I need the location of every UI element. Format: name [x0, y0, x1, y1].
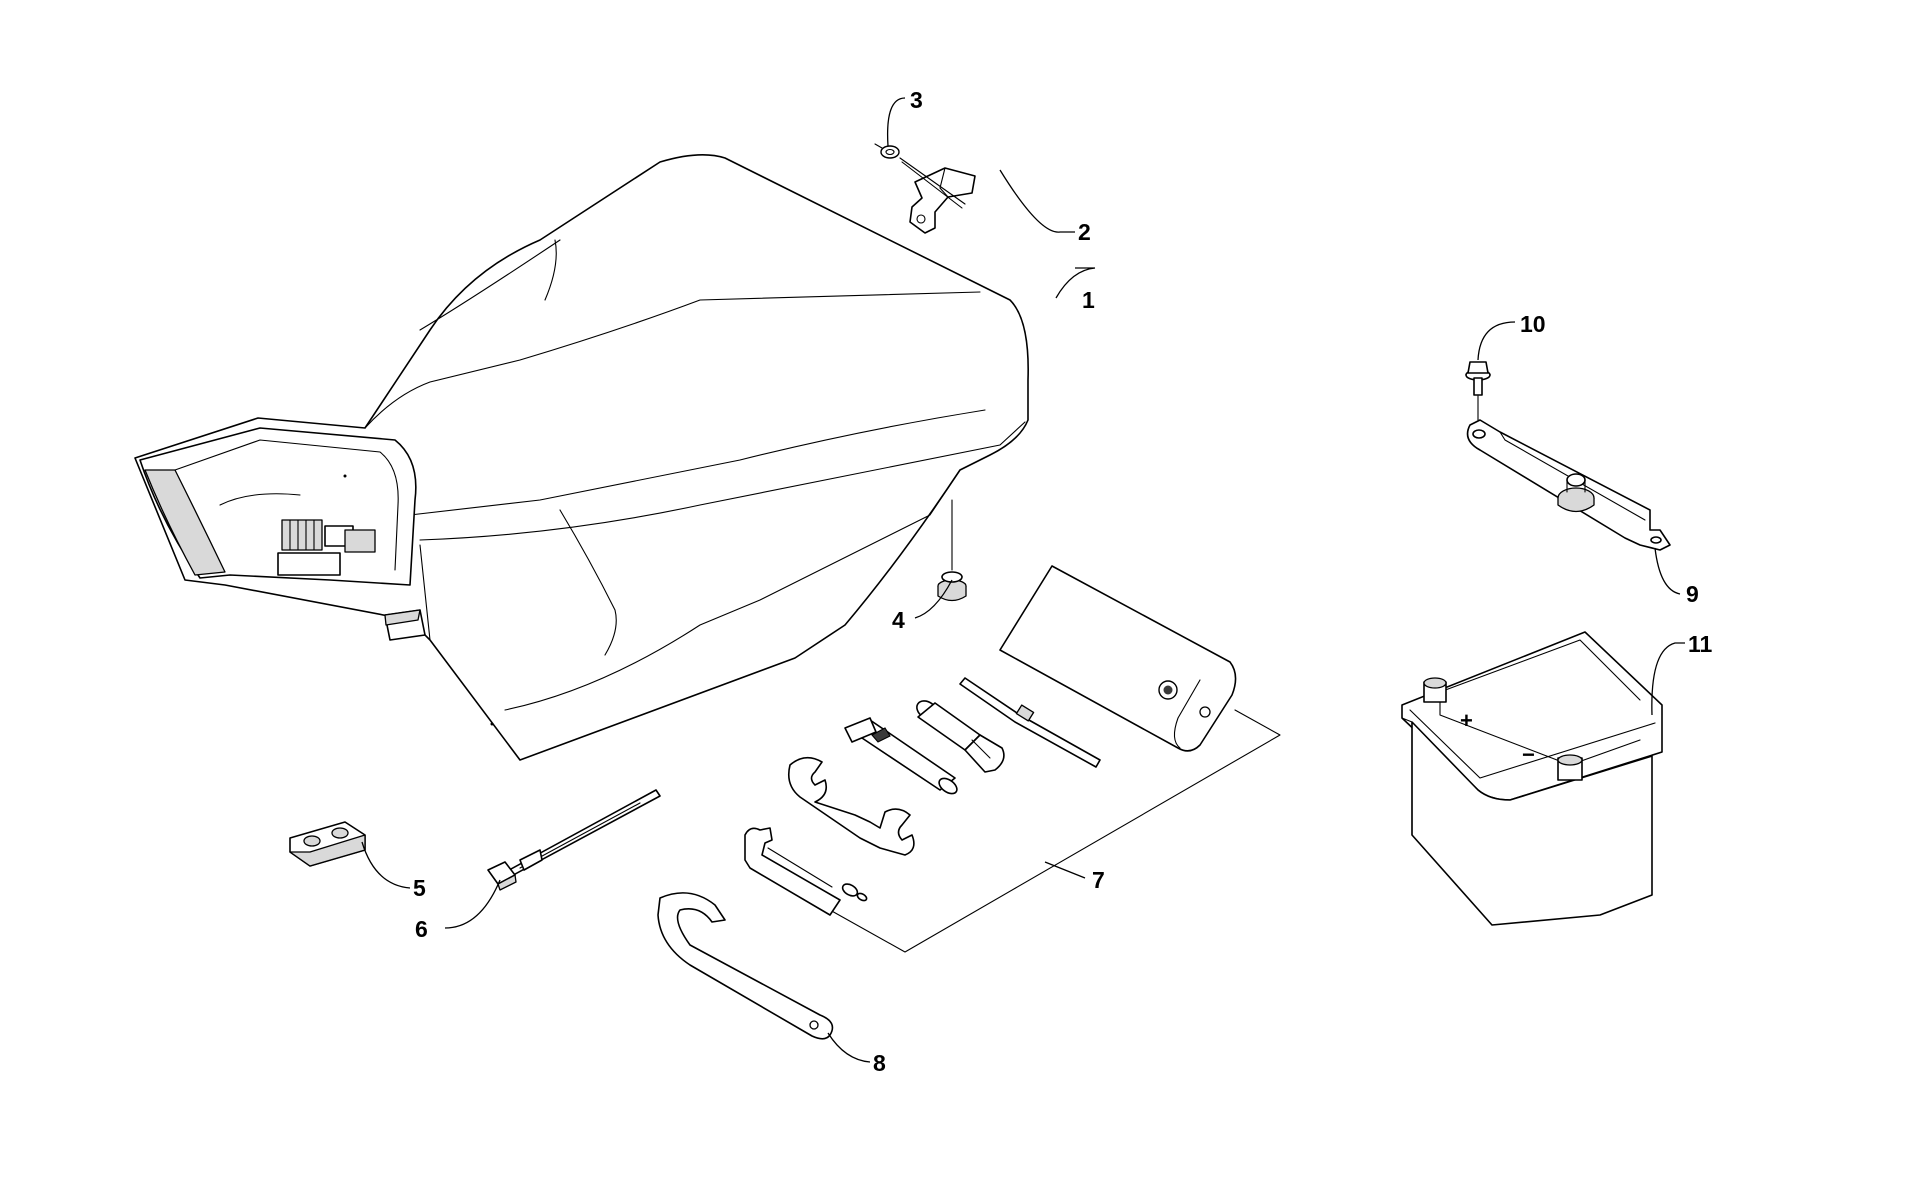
callout-11[interactable]: 11 — [1688, 631, 1713, 657]
cable-tie[interactable] — [487, 789, 661, 891]
battery[interactable]: + − — [1401, 631, 1663, 926]
callout-labels: 1 2 3 4 5 6 7 8 9 10 11 — [413, 87, 1713, 1076]
callout-10[interactable]: 10 — [1520, 311, 1546, 337]
grease-gun[interactable] — [744, 827, 868, 916]
screwdriver[interactable] — [959, 677, 1101, 768]
callout-5[interactable]: 5 — [413, 875, 426, 901]
seat-latch-bracket[interactable] — [899, 157, 976, 234]
battery-hold-down-bracket[interactable] — [1466, 419, 1671, 551]
open-end-wrench[interactable] — [787, 756, 915, 856]
spring-clip[interactable] — [874, 143, 900, 159]
flange-bolt[interactable] — [1465, 361, 1491, 421]
callout-8[interactable]: 8 — [873, 1050, 886, 1076]
spanner-wrench[interactable] — [657, 892, 834, 1040]
rubber-pad[interactable] — [289, 821, 366, 867]
spark-plug-socket[interactable] — [844, 717, 960, 797]
callout-2[interactable]: 2 — [1078, 219, 1091, 245]
callout-7[interactable]: 7 — [1092, 867, 1105, 893]
seat[interactable] — [134, 154, 1029, 761]
leader-lines — [361, 97, 1685, 1063]
callout-1[interactable]: 1 — [1082, 287, 1095, 313]
battery-minus-mark: − — [1522, 742, 1535, 767]
rubber-grommet[interactable] — [937, 499, 967, 602]
callout-6[interactable]: 6 — [415, 916, 428, 942]
callout-4[interactable]: 4 — [892, 607, 905, 633]
tool-kit[interactable] — [744, 565, 1281, 953]
battery-plus-mark: + — [1460, 708, 1473, 733]
callout-9[interactable]: 9 — [1686, 581, 1699, 607]
callout-3[interactable]: 3 — [910, 87, 923, 113]
bit-driver[interactable] — [913, 697, 1005, 773]
